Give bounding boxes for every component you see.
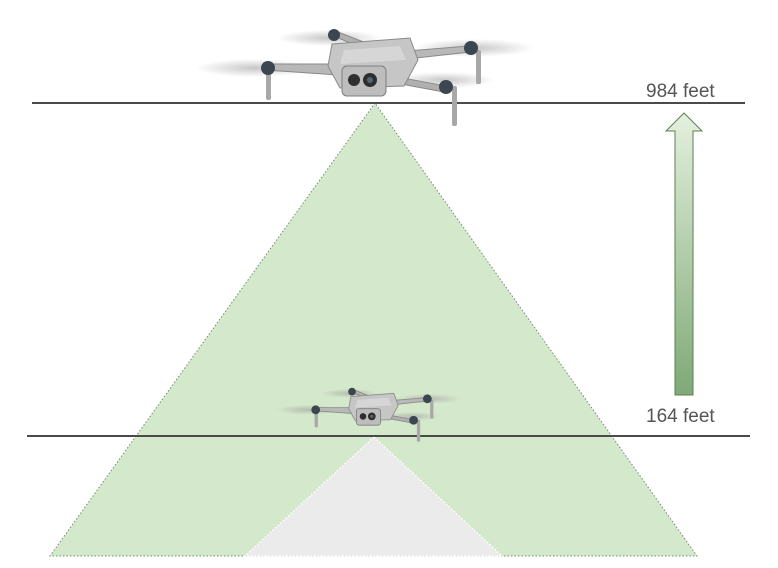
drone-icon: [276, 387, 462, 442]
arrow-up-icon: [664, 112, 704, 396]
drone-icon: [196, 29, 534, 126]
coverage-cone-low: [243, 435, 504, 557]
altitude-label-high: 984 feet: [646, 81, 715, 102]
altitude-label-low: 164 feet: [646, 406, 715, 427]
coverage-cone-high: [49, 102, 698, 557]
